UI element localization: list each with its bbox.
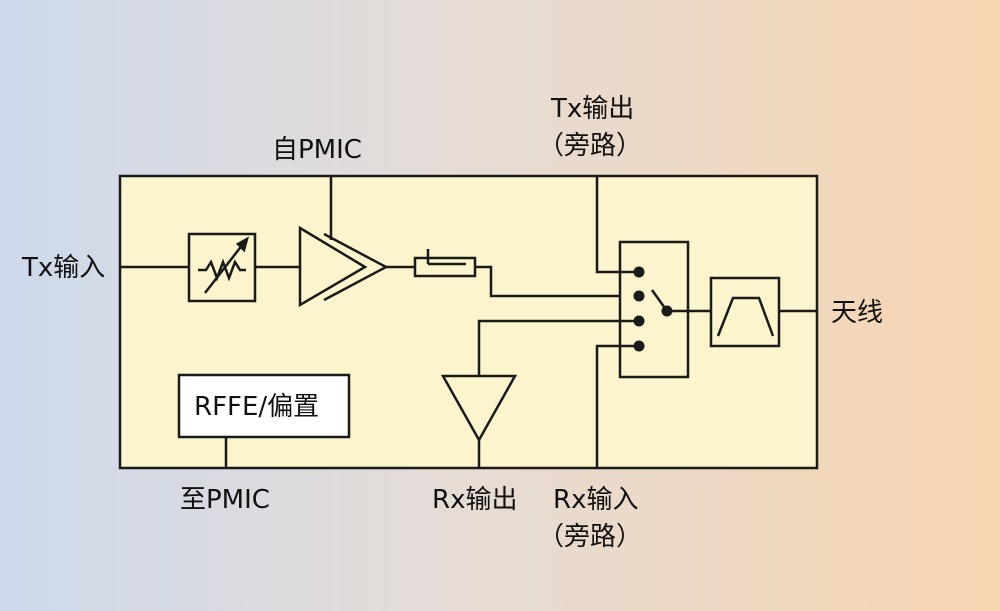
- rx-output-label: Rx输出: [432, 485, 517, 515]
- rx-input-bypass-label: （旁路）: [538, 522, 642, 552]
- switch-pole-dot: [661, 305, 673, 317]
- tx-input-label: Tx输入: [21, 253, 105, 283]
- rx-input-label: Rx输入: [553, 485, 638, 515]
- power-amplifier-front: [298, 225, 368, 308]
- tx-output-label: Tx输出: [550, 94, 634, 124]
- switch-throw-1: [633, 266, 645, 278]
- rffe-bias-block: [177, 373, 351, 439]
- rx-lna-wire: [477, 319, 639, 376]
- low-noise-amplifier: [440, 374, 518, 443]
- tx-path-wire: [475, 265, 639, 298]
- to-pmic-label: 至PMIC: [180, 485, 270, 515]
- attenuator-resistor-icon: [198, 258, 246, 282]
- switch-throw-2: [633, 290, 645, 302]
- coupler-body: [413, 256, 477, 278]
- switch-throw-3: [633, 315, 645, 327]
- tx-output-bypass-label: （旁路）: [538, 131, 642, 161]
- tx-bypass-wire: [595, 176, 639, 274]
- bandpass-filter: [709, 276, 781, 348]
- attenuator-arrow: [204, 243, 244, 294]
- antenna-label: 天线: [831, 298, 883, 328]
- antenna-switch: [618, 240, 690, 379]
- rx-bypass-wire: [595, 344, 639, 468]
- attenuator-arrowhead: [235, 236, 249, 253]
- bandpass-filter-icon: [716, 296, 775, 337]
- rffe-block-label: RFFE/偏置: [194, 392, 319, 422]
- from-pmic-label: 自PMIC: [272, 135, 362, 165]
- switch-throw-4: [633, 340, 645, 352]
